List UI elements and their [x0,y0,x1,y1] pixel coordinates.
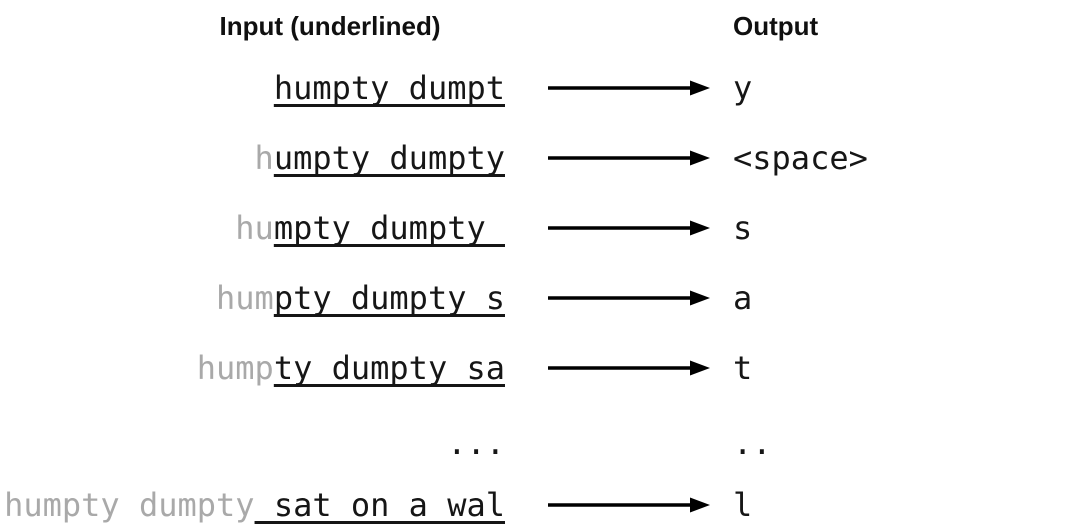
input-text: humpty dumpty s [216,282,505,314]
example-row: humpty dumpty s [0,212,1080,246]
output-text: s [733,209,753,247]
input-window-underlined: sat on a wal [254,486,505,524]
output-text: y [733,69,753,107]
context-prefix: h [254,139,274,177]
output-text: .. [733,424,772,462]
context-prefix: humpty dumpty [4,486,255,524]
input-column-header: Input (underlined) [219,11,441,41]
input-text: ... [447,427,505,459]
ellipsis-row: ..... [0,427,1080,461]
output-text: <space> [733,139,868,177]
output-column-header: Output [733,11,819,41]
input-window-underlined: humpty dumpt [273,69,505,107]
example-row: humpty dumpt y [0,72,1080,106]
context-prefix: hum [216,279,274,317]
input-window-underlined: pty dumpty s [273,279,505,317]
right-arrow-icon [547,359,710,377]
right-arrow-icon [547,149,710,167]
right-arrow-icon [547,79,710,97]
example-row: humpty dumpty sat on a wal l [0,489,1080,523]
output-text: t [733,349,753,387]
input-text: humpty dumpty sat on a wal [4,489,505,521]
input-window-underlined: umpty dumpty [273,139,505,177]
context-prefix: hump [196,349,274,387]
output-text: l [733,486,753,524]
right-arrow-icon [547,289,710,307]
output-text: a [733,279,753,317]
input-text: humpty dumpty [255,142,505,174]
input-text: humpty dumpty sa [197,352,505,384]
input-window-underlined: mpty dumpty [273,209,505,247]
example-row: humpty dumpty <space> [0,142,1080,176]
example-row: humpty dumpty sa t [0,352,1080,386]
right-arrow-icon [547,219,710,237]
ellipsis-text: ... [447,424,505,462]
input-text: humpty dumpty [235,212,505,244]
context-prefix: hu [235,209,274,247]
input-text: humpty dumpt [274,72,505,104]
input-window-underlined: ty dumpty sa [273,349,505,387]
example-row: humpty dumpty s a [0,282,1080,316]
right-arrow-icon [547,496,710,514]
